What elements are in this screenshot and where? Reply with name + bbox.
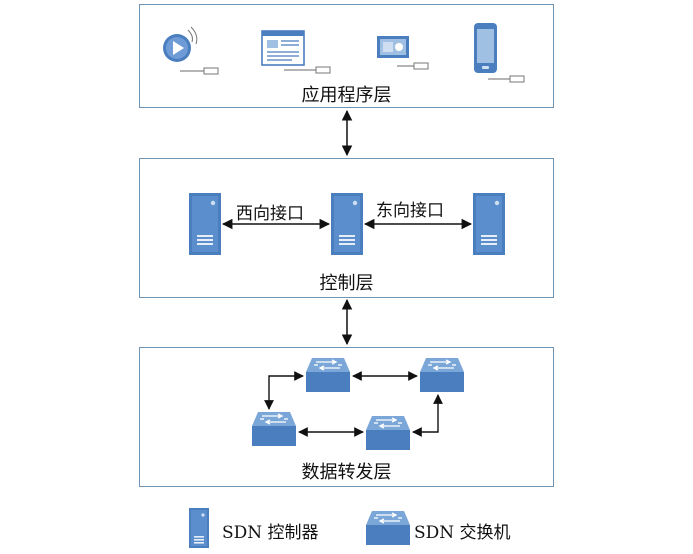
switch-bottom-left	[251, 411, 297, 447]
controller-server-center	[331, 193, 363, 255]
application-layer-label: 应用程序层	[301, 85, 392, 106]
web-page-icon	[261, 30, 331, 74]
link-top-left-bottom-left	[264, 371, 304, 410]
legend-switch-icon	[365, 510, 411, 546]
switch-bottom-right	[365, 415, 411, 451]
media-player-icon	[163, 26, 219, 75]
legend-controller-label: SDN 控制器	[222, 523, 319, 543]
controller-server-left	[189, 193, 221, 255]
switch-top-right	[419, 357, 465, 393]
smartphone-icon	[474, 23, 525, 83]
legend-switch-label: SDN 交换机	[414, 523, 511, 543]
certificate-icon	[377, 36, 429, 70]
forwarding-layer-label: 数据转发层	[301, 462, 392, 483]
switch-top-left	[305, 357, 351, 393]
legend-controller-icon	[189, 508, 209, 548]
link-top-right-bottom-right	[412, 394, 443, 437]
controller-server-right	[473, 193, 505, 255]
control-layer-label: 控制层	[319, 273, 374, 294]
east-interface-label: 东向接口	[376, 201, 444, 221]
